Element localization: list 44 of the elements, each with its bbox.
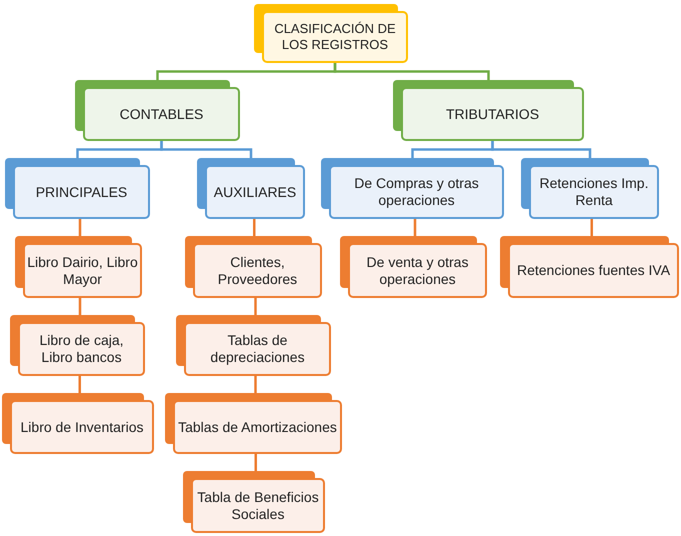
connector-line	[590, 219, 593, 236]
box-label: De Compras y otras operaciones	[353, 175, 480, 209]
org-box	[500, 236, 679, 298]
org-box	[2, 393, 154, 454]
connector-line	[78, 219, 82, 236]
box-label: Clientes, Proveedores	[216, 254, 298, 288]
connector-line	[334, 63, 490, 80]
org-box	[165, 393, 342, 454]
org-box	[75, 80, 240, 141]
box-label: AUXILIARES	[212, 184, 298, 200]
org-box	[254, 4, 408, 63]
connector-line	[491, 141, 592, 158]
box-label: CLASIFICACIÓN DE LOS REGISTROS	[273, 21, 397, 53]
box-label: PRINCIPALES	[34, 184, 128, 200]
org-box	[521, 158, 659, 219]
box-label: Libro de caja, Libro bancos	[38, 332, 125, 366]
connector-line	[254, 454, 257, 471]
box-label: Libro Dairio, Libro Mayor	[26, 254, 139, 288]
connector-line	[414, 219, 416, 236]
box-label: Retenciones Imp. Renta	[538, 175, 650, 209]
box-label: Libro de Inventarios	[20, 418, 144, 436]
box-label: Tabla de Beneficios Sociales	[196, 488, 320, 522]
box-label: Tablas de Amortizaciones	[177, 418, 338, 436]
box-label: CONTABLES	[118, 106, 204, 122]
box-label: TRIBUTARIOS	[444, 106, 540, 122]
org-box	[5, 158, 150, 219]
connector-line	[254, 298, 257, 315]
connector-line	[254, 376, 257, 393]
org-box	[340, 236, 487, 298]
box-label: De venta y otras operaciones	[366, 254, 470, 288]
connector-line	[78, 376, 81, 393]
org-box	[183, 471, 325, 533]
org-box	[185, 236, 322, 298]
org-box	[321, 158, 504, 219]
org-box	[176, 315, 331, 376]
org-box	[15, 236, 142, 298]
org-box	[10, 315, 145, 376]
box-label: Tablas de depreciaciones	[209, 332, 306, 366]
org-box	[393, 80, 584, 141]
connector-line	[160, 141, 252, 158]
org-box	[197, 158, 305, 219]
box-label: Retenciones fuentes IVA	[516, 262, 672, 279]
connector-line	[253, 219, 256, 236]
connector-line	[78, 298, 82, 315]
